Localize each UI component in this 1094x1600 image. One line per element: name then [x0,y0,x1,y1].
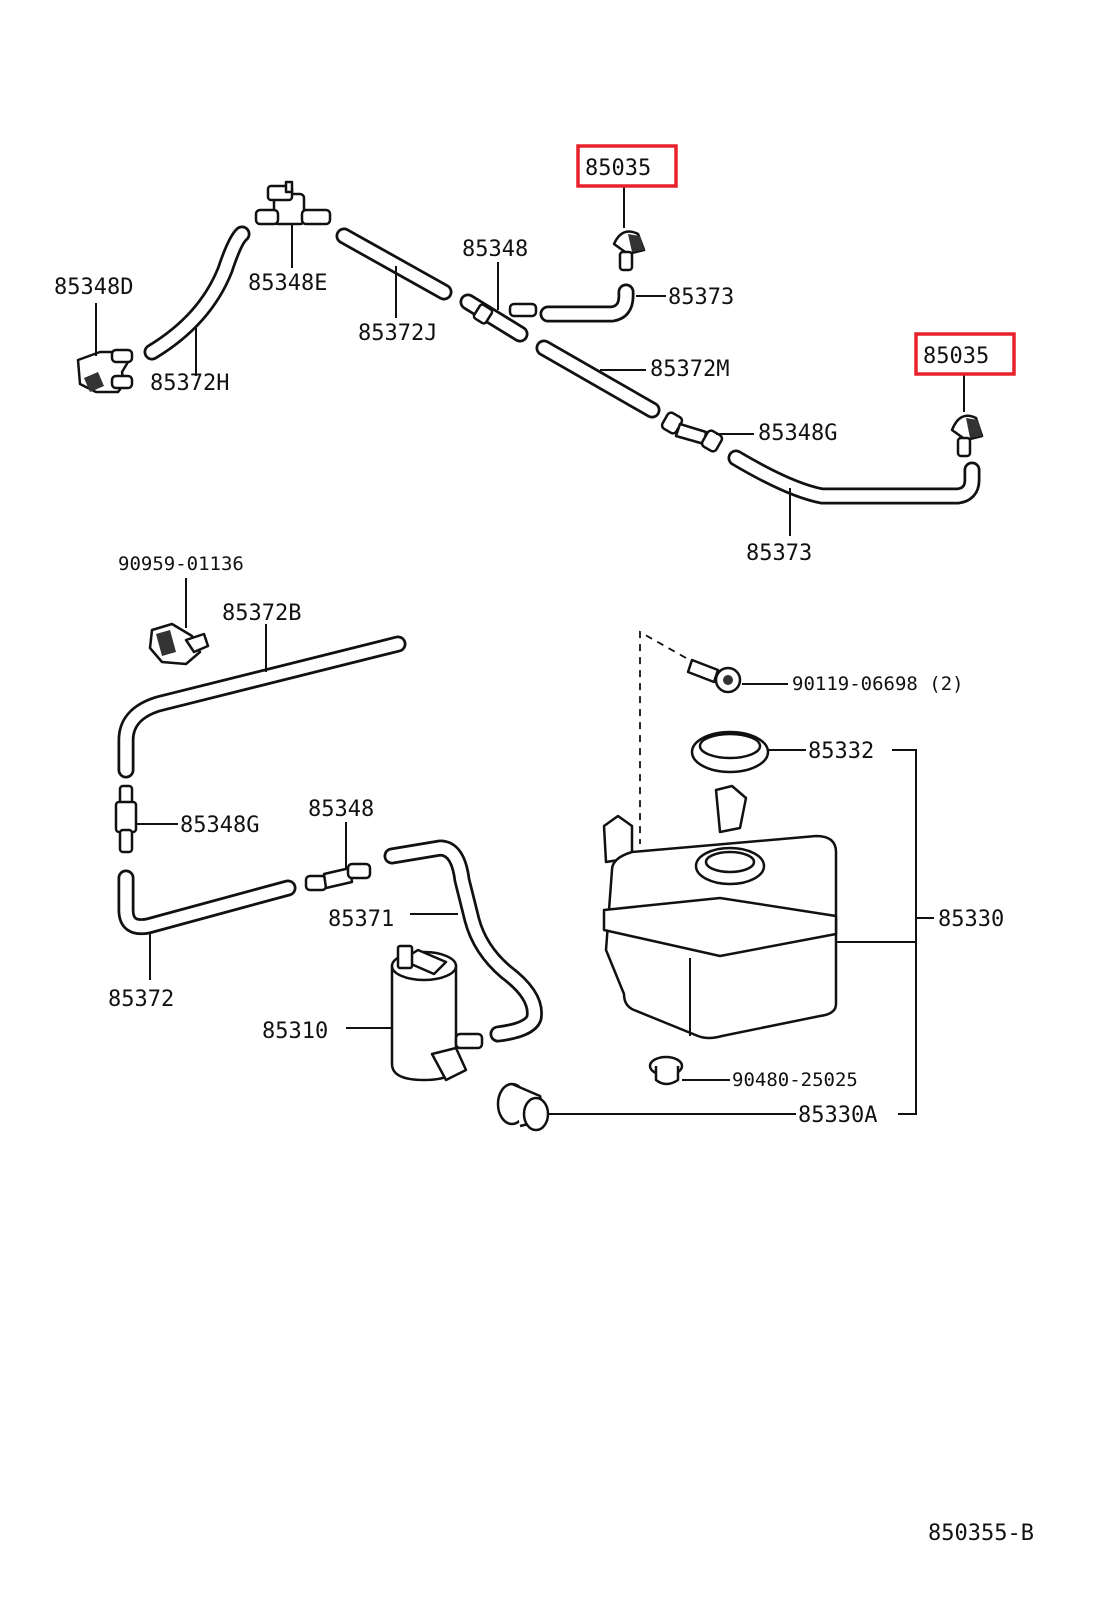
part-85348E-tee [254,180,332,226]
label-85372J: 85372J [358,321,437,346]
label-85372B: 85372B [222,601,301,626]
part-85348G-connector-mid [114,784,138,854]
hose-85373-top [539,283,635,323]
label-90480-25025: 90480-25025 [732,1069,858,1091]
part-85330A-grommet [496,1082,550,1132]
label-85372M: 85372M [650,357,729,382]
hose-85372J [335,227,453,301]
label-85348E: 85348E [248,271,327,296]
label-90959-01136: 90959-01136 [118,553,244,575]
highlight-box-85035-top [576,144,678,188]
label-85348D: 85348D [54,275,133,300]
part-85310-pump [390,944,484,1082]
part-90480-grommet [648,1055,684,1086]
label-85035-right: 85035 [923,344,989,369]
part-85348-connector-top [459,293,538,343]
hose-85373-bottom [727,449,981,505]
dashed-guide-90119 [639,630,687,844]
label-85372: 85372 [108,987,174,1012]
label-85035-top: 85035 [585,156,651,181]
label-85348-top: 85348 [462,237,528,262]
hose-85372H [143,225,251,361]
label-85348G-top: 85348G [758,421,837,446]
label-85330A: 85330A [798,1103,877,1128]
figure-number: 850355-B [928,1521,1034,1546]
part-85035-nozzle-top [612,230,646,272]
hose-85372 [117,869,297,936]
label-85332: 85332 [808,739,874,764]
label-85373-bottom: 85373 [746,541,812,566]
part-85035-nozzle-right [950,414,984,458]
part-90959-clip [148,622,210,666]
hose-85372B [117,635,407,779]
bracket-85330-group [836,749,934,1115]
hose-85371 [383,839,543,1043]
part-85348G-connector-top [660,411,724,453]
label-85310: 85310 [262,1019,328,1044]
part-85348D-nozzle [76,348,134,394]
hose-85372M [535,339,661,419]
part-85332-cap [690,730,770,774]
label-85373-top: 85373 [668,285,734,310]
part-85348-connector-mid [304,862,372,892]
label-85330: 85330 [938,907,1004,932]
label-85348G-mid: 85348G [180,813,259,838]
label-85348-mid: 85348 [308,797,374,822]
label-85372H: 85372H [150,371,229,396]
part-85330-tank [602,784,838,1040]
highlight-box-85035-right [914,332,1016,376]
part-90119-bolt [686,658,742,694]
label-90119-06698: 90119-06698 (2) [792,673,964,695]
label-85371: 85371 [328,907,394,932]
